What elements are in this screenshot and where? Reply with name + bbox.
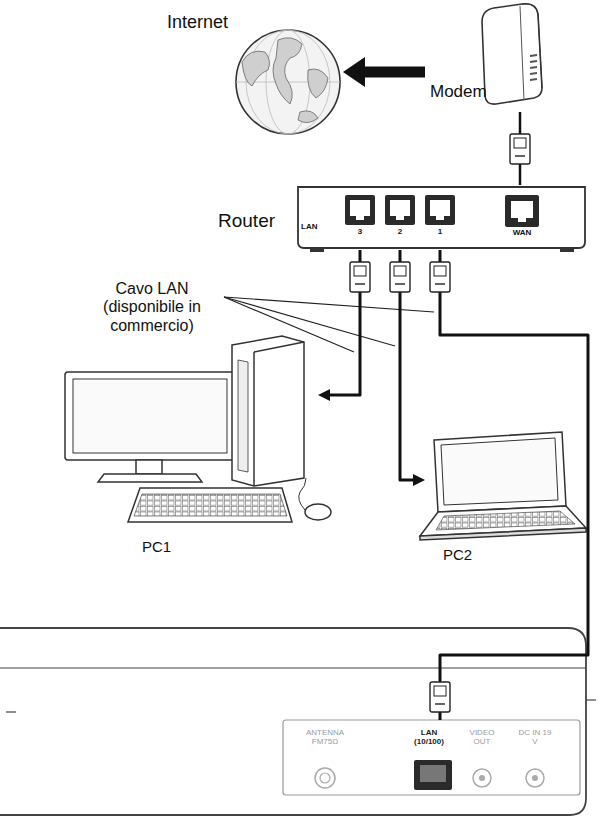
laptop-pc: PC2 — [425, 430, 575, 575]
modem-box: Modem — [425, 0, 548, 112]
connector-panel: ANTENNA FM75Ω LAN (10/100) VIDEO OUT DC IN … — [283, 720, 580, 795]
node-text: 2 — [395, 227, 405, 236]
node-text: Router — [218, 210, 275, 232]
node-text: Modem — [430, 82, 487, 102]
signal-arrow — [343, 57, 425, 87]
node-text: DC IN 19 V — [516, 728, 554, 746]
internet-globe: Internet — [165, 10, 341, 135]
globe — [236, 30, 340, 134]
node-text: VIDEO OUT — [463, 728, 501, 746]
desktop-pc — [65, 336, 331, 522]
arrow-head — [318, 389, 330, 401]
desktop-pc: PC1 — [60, 330, 318, 565]
connector-line — [364, 67, 425, 78]
node-text: 3 — [355, 227, 365, 236]
router-box — [298, 187, 585, 252]
lan-cable — [440, 250, 588, 720]
node-text: PC2 — [443, 546, 472, 563]
arrow-head — [413, 474, 425, 486]
laptop-pc — [420, 432, 586, 540]
node-text: ANTENNA FM75Ω — [301, 728, 349, 746]
node-text: PC1 — [142, 538, 171, 555]
node-text: LAN — [301, 222, 317, 231]
node-text: WAN — [508, 228, 536, 237]
leader-line — [224, 297, 434, 352]
cable-label: Cavo LAN (disponibile in commercio) — [84, 280, 220, 335]
connector-line — [440, 250, 588, 720]
node-text: 1 — [435, 227, 445, 236]
node-text: LAN (10/100) — [406, 728, 452, 746]
rj45-plug — [350, 134, 530, 712]
arrow-head — [343, 57, 365, 87]
node-text: Internet — [167, 12, 228, 33]
modem-device — [482, 4, 542, 104]
router-box: RouterLAN 3 2 1 WAN — [215, 185, 588, 250]
